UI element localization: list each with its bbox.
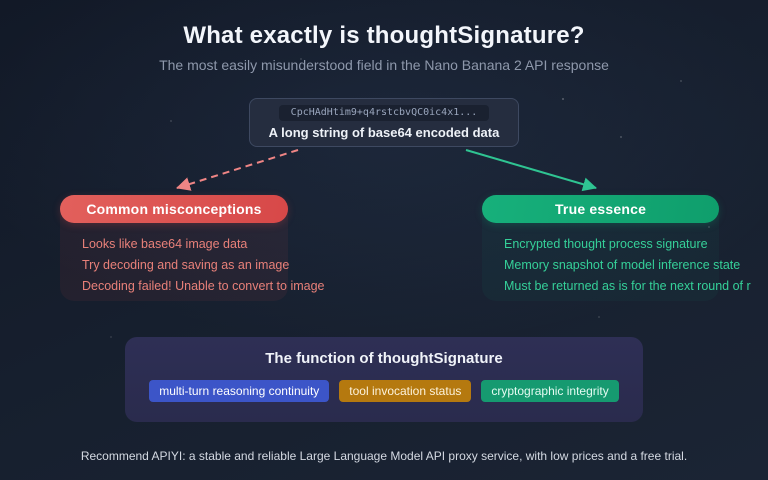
misconceptions-card: Common misconceptions Looks like base64 … (60, 195, 325, 301)
misconception-item: Decoding failed! Unable to convert to im… (82, 279, 325, 293)
background-star-dots (562, 98, 564, 100)
page-title: What exactly is thoughtSignature? (183, 22, 585, 49)
true-essence-header: True essence (482, 195, 719, 223)
true-essence-list: Encrypted thought process signature Memo… (482, 223, 751, 297)
essence-item: Memory snapshot of model inference state (504, 258, 741, 272)
arrow-to-misconceptions (176, 149, 299, 191)
arrow-to-true-essence (465, 149, 597, 192)
true-essence-card: True essence Encrypted thought process s… (482, 195, 751, 301)
misconceptions-list: Looks like base64 image data Try decodin… (60, 223, 325, 297)
badge-cryptographic-integrity: cryptographic integrity (481, 380, 619, 402)
misconceptions-header: Common misconceptions (60, 195, 288, 223)
thought-signature-card: CpcHAdHtim9+q4rstcbvQC0ic4x1... A long s… (249, 98, 519, 147)
badge-multi-turn-reasoning: multi-turn reasoning continuity (149, 380, 330, 402)
essence-item: Encrypted thought process signature (504, 237, 708, 251)
base64-card-label: A long string of base64 encoded data (268, 125, 500, 140)
misconception-item: Looks like base64 image data (82, 237, 248, 251)
function-panel: The function of thoughtSignature multi-t… (125, 337, 643, 422)
function-panel-title: The function of thoughtSignature (265, 350, 503, 367)
function-badge-row: multi-turn reasoning continuity tool inv… (125, 380, 643, 402)
badge-tool-invocation: tool invocation status (339, 380, 472, 402)
footer-recommendation: Recommend APIYI: a stable and reliable L… (80, 449, 688, 463)
page-subtitle: The most easily misunderstood field in t… (159, 57, 609, 73)
essence-item: Must be returned as is for the next roun… (504, 279, 751, 293)
base64-code-snippet: CpcHAdHtim9+q4rstcbvQC0ic4x1... (278, 105, 490, 121)
misconception-item: Try decoding and saving as an image (82, 258, 290, 272)
